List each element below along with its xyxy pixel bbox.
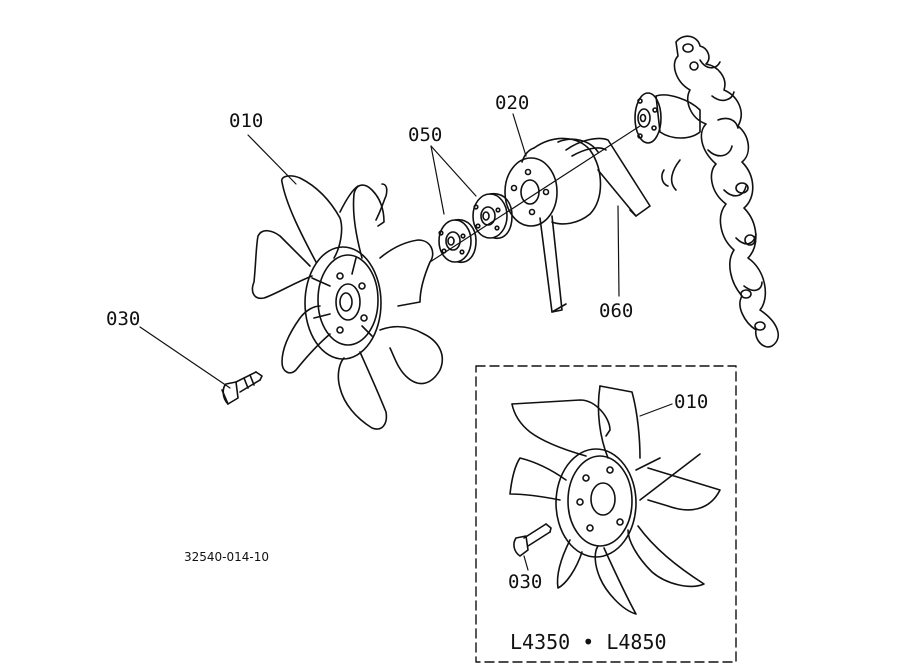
fan-drive-pulley [505,138,601,226]
callout-fan: 010 [229,110,264,132]
fan-bolt [222,372,262,404]
inset-cooling-fan [510,386,720,614]
fan-spacers [439,194,512,263]
fan-belt [540,138,650,312]
callout-spacer: 050 [408,124,443,146]
inset-frame [476,366,736,662]
callout-inset-bolt: 030 [508,571,543,593]
callout-bolt: 030 [106,308,141,330]
inset-model-label: L4350 • L4850 [510,630,667,654]
callout-pulley: 020 [495,92,530,114]
inset-fan-bolt [514,524,551,556]
cooling-fan [252,176,442,429]
leader-lines [140,114,619,388]
inset-leader-lines [524,404,672,570]
callout-inset-fan: 010 [674,391,709,413]
callout-belt: 060 [599,300,634,322]
water-pump-housing [635,36,778,347]
drawing-number: 32540-014-10 [184,550,270,564]
